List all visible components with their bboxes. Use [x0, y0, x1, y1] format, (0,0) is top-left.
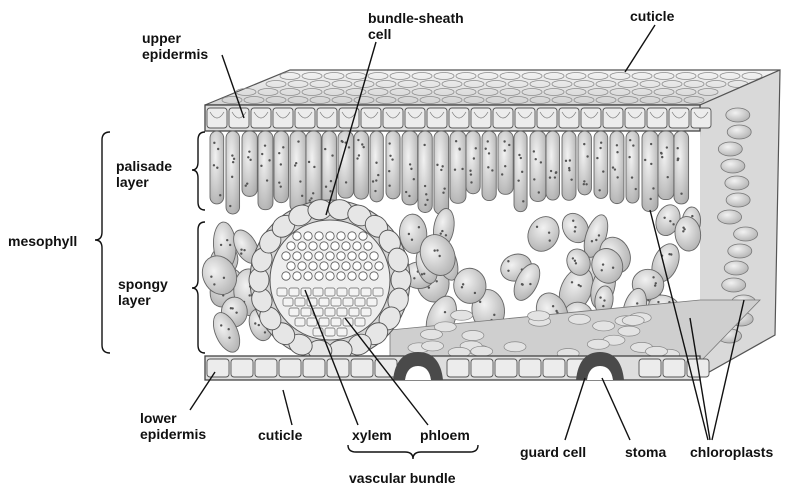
pointer-cuticle-bottom — [283, 390, 292, 425]
brace-vascular-bundle — [348, 445, 478, 459]
label-cuticle-bottom: cuticle — [258, 427, 302, 443]
label-spongy-line2: layer — [118, 292, 168, 308]
label-spongy-layer: spongy layer — [118, 276, 168, 308]
label-upper-epidermis: upper epidermis — [142, 30, 208, 62]
label-lower-epidermis: lower epidermis — [140, 410, 206, 442]
label-chloroplasts: chloroplasts — [690, 444, 773, 460]
label-palisade-line2: layer — [116, 174, 172, 190]
brace-spongy — [192, 222, 205, 353]
upper-surface — [205, 70, 780, 105]
pointer-cuticle-top — [625, 25, 655, 72]
label-mesophyll: mesophyll — [8, 233, 77, 249]
label-vascular-bundle: vascular bundle — [349, 470, 456, 486]
label-upper-epidermis-line2: epidermis — [142, 46, 208, 62]
label-lower-epidermis-line1: lower — [140, 410, 206, 426]
label-bundle-sheath-cell: bundle-sheath cell — [368, 10, 464, 42]
pointer-stoma — [602, 378, 630, 440]
label-phloem: phloem — [420, 427, 470, 443]
label-guard-cell: guard cell — [520, 444, 586, 460]
lower-epidermis-layer — [205, 356, 709, 380]
pointer-lower-epidermis — [190, 372, 215, 410]
label-stoma: stoma — [625, 444, 666, 460]
brace-palisade — [192, 132, 205, 210]
brace-mesophyll — [95, 132, 110, 353]
label-upper-epidermis-line1: upper — [142, 30, 208, 46]
label-lower-epidermis-line2: epidermis — [140, 426, 206, 442]
label-bundle-sheath-line2: cell — [368, 26, 464, 42]
label-palisade-layer: palisade layer — [116, 158, 172, 190]
pointer-guard-cell — [565, 378, 585, 440]
label-cuticle-top: cuticle — [630, 8, 674, 24]
label-xylem: xylem — [352, 427, 392, 443]
label-palisade-line1: palisade — [116, 158, 172, 174]
label-bundle-sheath-line1: bundle-sheath — [368, 10, 464, 26]
label-spongy-line1: spongy — [118, 276, 168, 292]
upper-epidermis-layer — [205, 105, 711, 131]
